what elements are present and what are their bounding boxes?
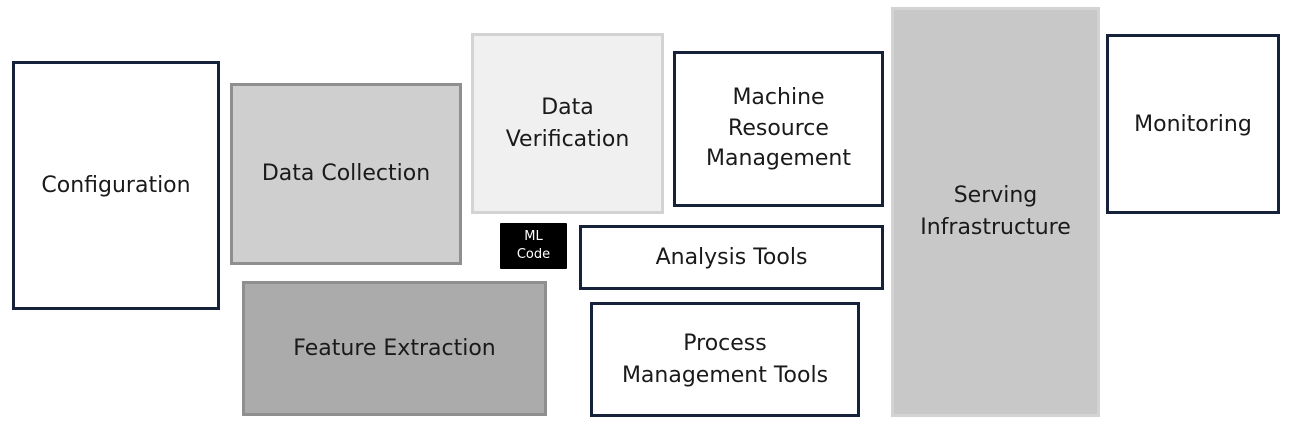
data-verification-box: Data Verification	[471, 33, 664, 214]
feature-extraction-box: Feature Extraction	[242, 281, 547, 416]
configuration-box: Configuration	[12, 61, 220, 310]
ml-code-box: ML Code	[500, 223, 567, 269]
monitoring-box: Monitoring	[1106, 34, 1280, 214]
machine-resource-management-box: Machine Resource Management	[673, 51, 884, 207]
analysis-tools-box: Analysis Tools	[579, 225, 884, 290]
process-management-tools-box: Process Management Tools	[590, 302, 860, 417]
data-collection-box: Data Collection	[230, 83, 462, 265]
serving-infrastructure-box: Serving Infrastructure	[891, 7, 1100, 417]
